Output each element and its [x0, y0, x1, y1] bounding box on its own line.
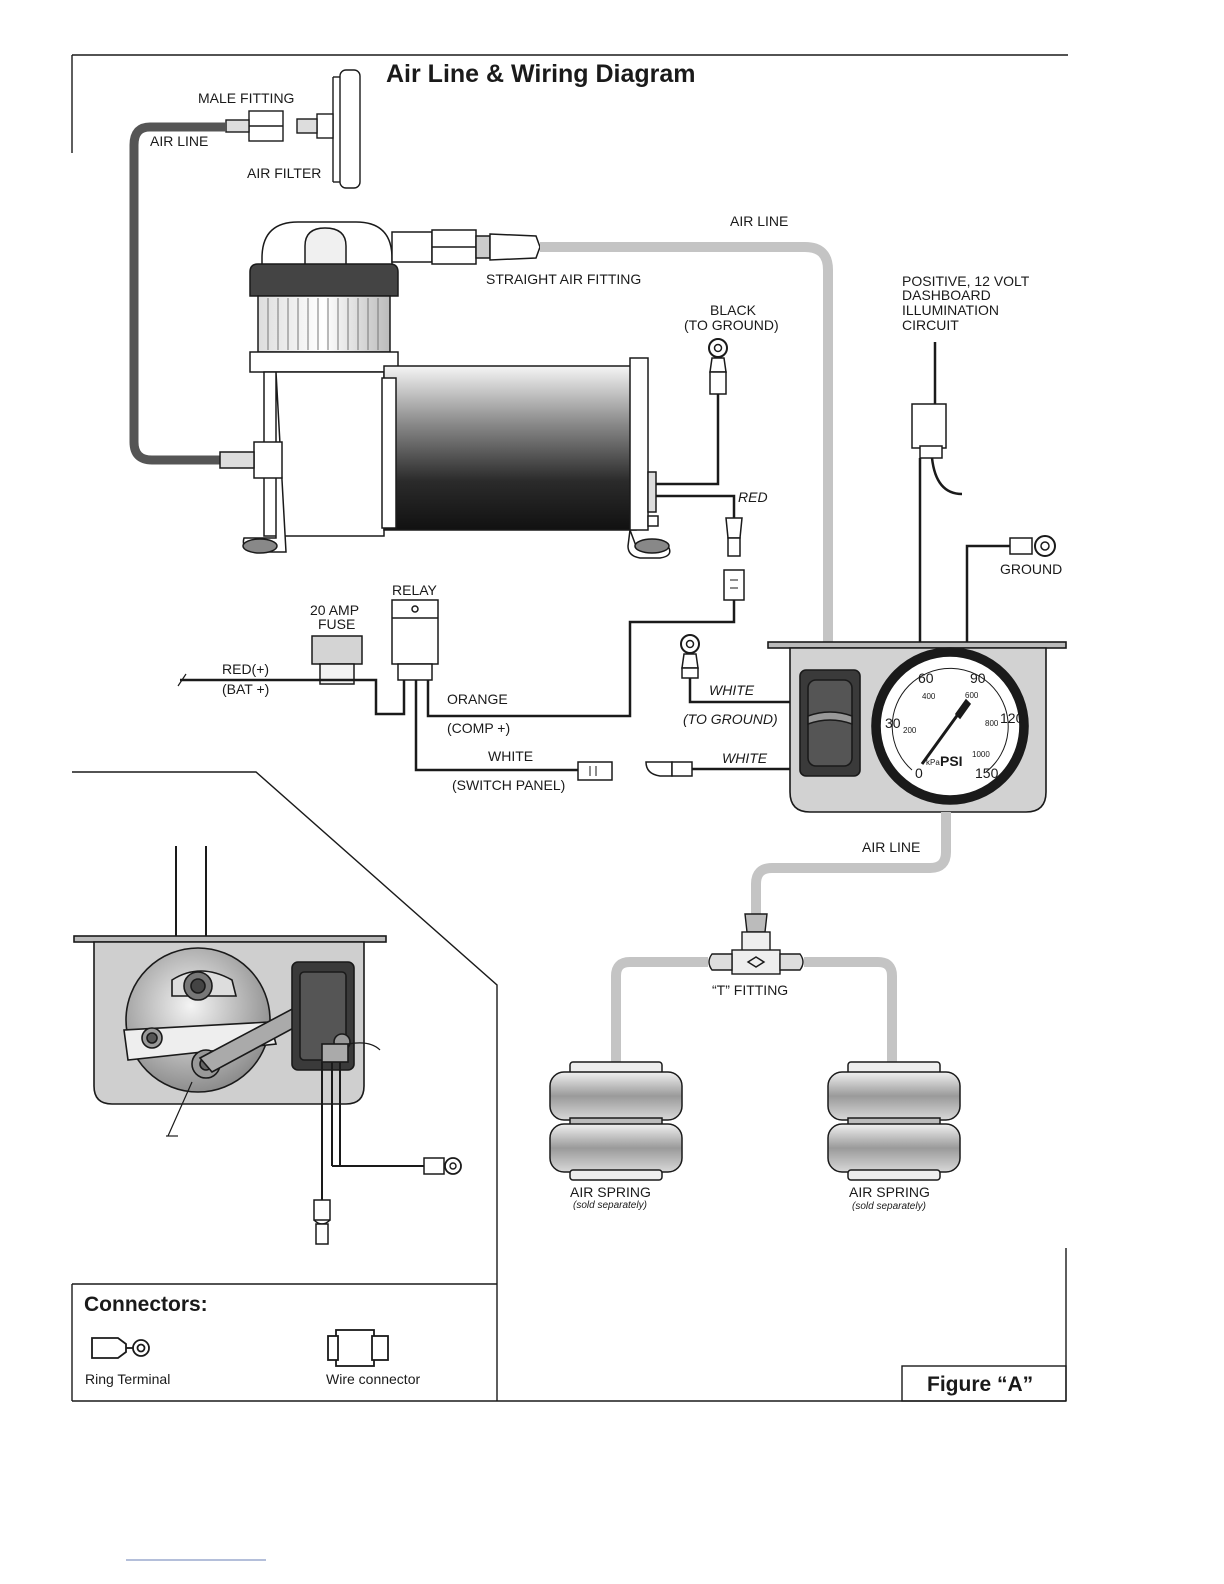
to-ground-label-black: (TO GROUND) — [684, 317, 779, 333]
gauge-tick-30: 30 — [885, 715, 901, 731]
white-wires — [645, 634, 790, 777]
air-spring-right-label: AIR SPRING — [849, 1184, 930, 1200]
fuse-label-2: FUSE — [318, 616, 355, 632]
positive-label-4: CIRCUIT — [902, 317, 959, 333]
gauge-ground-wire — [965, 535, 1056, 642]
fuse — [311, 635, 363, 685]
red-bat-label-1: RED(+) — [222, 661, 269, 677]
positive-label-3: ILLUMINATION — [902, 302, 999, 318]
air-line-compressor-label: AIR LINE — [730, 213, 788, 229]
air-line-compressor-to-gauge — [540, 242, 833, 642]
air-spring-left-note: (sold separately) — [573, 1200, 647, 1211]
ring-terminal-label: Ring Terminal — [85, 1371, 170, 1387]
illumination-wire — [911, 342, 963, 642]
red-label: RED — [738, 489, 768, 505]
white-switch-label: WHITE — [488, 748, 533, 764]
wire-connector-label: Wire connector — [326, 1371, 420, 1387]
relay-wires — [177, 673, 613, 781]
t-fitting-label: “T” FITTING — [712, 982, 788, 998]
air-spring-right — [827, 1061, 961, 1181]
red-bat-label-2: (BAT +) — [222, 681, 269, 697]
relay-label: RELAY — [392, 582, 438, 598]
air-line-left-spring — [611, 957, 708, 1064]
gauge-tick-0: 0 — [915, 765, 923, 781]
gauge-kpa-600: 600 — [965, 691, 979, 700]
gauge-kpa-1000: 1000 — [972, 750, 990, 759]
positive-label-2: DASHBOARD — [902, 287, 991, 303]
comp-label: (COMP +) — [447, 720, 510, 736]
gauge-kpa-400: 400 — [922, 692, 936, 701]
air-line-gauge-to-tee — [751, 812, 951, 914]
air-filter-label: AIR FILTER — [247, 165, 321, 181]
air-line-intake — [129, 122, 226, 465]
t-fitting — [708, 913, 804, 975]
frame — [71, 54, 1068, 1402]
gauge-kpa-unit: kPa — [926, 758, 940, 767]
gauge-tick-90: 90 — [970, 670, 986, 686]
connectors-heading: Connectors: — [84, 1293, 208, 1316]
gauge-panel — [767, 641, 1067, 813]
relay — [391, 599, 439, 681]
gauge-psi: PSI — [940, 753, 963, 769]
ground-label: GROUND — [1000, 561, 1062, 577]
to-ground-label-white: (TO GROUND) — [683, 711, 778, 727]
gauge-tick-150: 150 — [975, 765, 999, 781]
orange-label: ORANGE — [447, 691, 508, 707]
black-ground-wire — [656, 338, 728, 486]
gauge-kpa-800: 800 — [985, 719, 999, 728]
panel-back-wires — [313, 1062, 462, 1245]
gauge-kpa-200: 200 — [903, 726, 917, 735]
black-label: BLACK — [710, 302, 757, 318]
ring-terminal-icon — [91, 1337, 150, 1359]
red-wire — [426, 494, 745, 718]
wire-connector-icon — [327, 1329, 389, 1367]
panel-back-view — [73, 846, 387, 1137]
air-line-gauge-label: AIR LINE — [862, 839, 920, 855]
air-line-right-spring — [804, 957, 897, 1064]
air-filter-assembly — [225, 69, 361, 189]
figure-label: Figure “A” — [927, 1373, 1033, 1396]
positive-label-1: POSITIVE, 12 VOLT — [902, 273, 1030, 289]
gauge-tick-60: 60 — [918, 670, 934, 686]
male-fitting-label: MALE FITTING — [198, 90, 294, 106]
fuse-label-1: 20 AMP — [310, 602, 359, 618]
air-spring-left — [549, 1061, 683, 1181]
gauge-tick-120: 120 — [1000, 710, 1024, 726]
air-spring-right-note: (sold separately) — [852, 1201, 926, 1212]
diagram-title: Air Line & Wiring Diagram — [386, 60, 696, 88]
switch-panel-label: (SWITCH PANEL) — [452, 777, 565, 793]
straight-air-fitting-label: STRAIGHT AIR FITTING — [486, 271, 641, 287]
air-line-intake-label: AIR LINE — [150, 133, 208, 149]
compressor — [219, 221, 671, 559]
air-spring-left-label: AIR SPRING — [570, 1184, 651, 1200]
white-ground-label: WHITE — [709, 682, 755, 698]
white-gauge-label: WHITE — [722, 750, 768, 766]
